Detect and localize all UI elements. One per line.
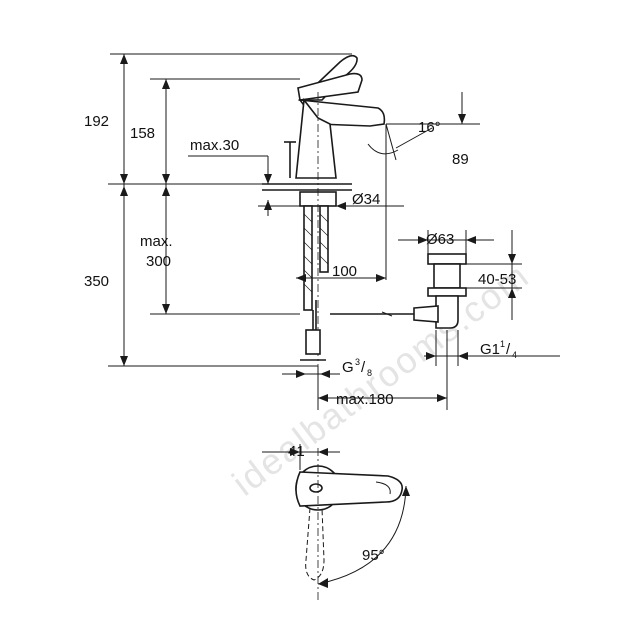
label-max: max. xyxy=(140,233,173,250)
tap-body xyxy=(295,97,337,179)
tap-elevation xyxy=(262,54,386,400)
label-350: 350 xyxy=(84,273,109,290)
label-40-53: 40-53 xyxy=(478,271,516,288)
plan-lever-detail xyxy=(375,481,391,495)
dim-95-arrow-bottom xyxy=(318,578,328,588)
label-g1-slash: / xyxy=(506,341,511,358)
dim-95-arrow-top xyxy=(402,486,410,496)
label-g38-denominator: 8 xyxy=(367,368,372,378)
waste-body xyxy=(433,263,461,289)
dim-41-arrow-left xyxy=(290,448,300,456)
plan-view xyxy=(262,444,410,600)
plan-lever-rotated xyxy=(305,507,325,581)
label-158: 158 xyxy=(130,125,155,142)
label-max30: max.30 xyxy=(190,137,239,154)
dimension-labels: 192 158 max.30 16° 89 Ø34 max. 300 350 1… xyxy=(84,113,517,564)
dim-16-arc xyxy=(367,143,399,155)
dimension-lines xyxy=(108,53,560,410)
dim-95-arc xyxy=(317,485,407,585)
label-g1-numerator: 1 xyxy=(500,339,505,349)
plan-aerator xyxy=(309,483,323,493)
hose-braid xyxy=(303,213,329,293)
waste-flange xyxy=(427,253,467,265)
watermark: idealbathrooms.com xyxy=(225,254,537,504)
label-g1-main: G1 xyxy=(480,341,500,358)
label-g38-slash: / xyxy=(361,359,366,376)
plan-lever xyxy=(295,471,404,507)
pop-up-waste xyxy=(315,253,467,330)
label-300: 300 xyxy=(146,253,171,270)
linkage-break xyxy=(381,311,393,317)
label-16-degrees: 16° xyxy=(418,119,441,136)
label-g38-main: G xyxy=(342,359,354,376)
waste-nut xyxy=(427,287,467,297)
supply-connector xyxy=(305,329,321,355)
dimension-arrows xyxy=(120,54,516,402)
label-89: 89 xyxy=(452,151,469,168)
lever-closed-outline xyxy=(297,72,363,101)
label-diameter-34: Ø34 xyxy=(352,191,380,208)
label-100: 100 xyxy=(332,263,357,280)
hose-right xyxy=(319,205,329,273)
label-max180: max.180 xyxy=(336,391,394,408)
waste-tail xyxy=(435,295,459,329)
dim-41-arrow-right xyxy=(318,448,328,456)
dim-16-leader xyxy=(395,127,433,149)
waste-linkage-housing xyxy=(413,305,439,323)
label-g1-denominator: 4 xyxy=(512,350,517,360)
label-g38-numerator: 3 xyxy=(355,357,360,367)
hose-left xyxy=(303,205,313,311)
label-95-degrees: 95° xyxy=(362,547,385,564)
label-diameter-63: Ø63 xyxy=(426,231,454,248)
dim-16-ray xyxy=(385,123,397,161)
label-192: 192 xyxy=(84,113,109,130)
